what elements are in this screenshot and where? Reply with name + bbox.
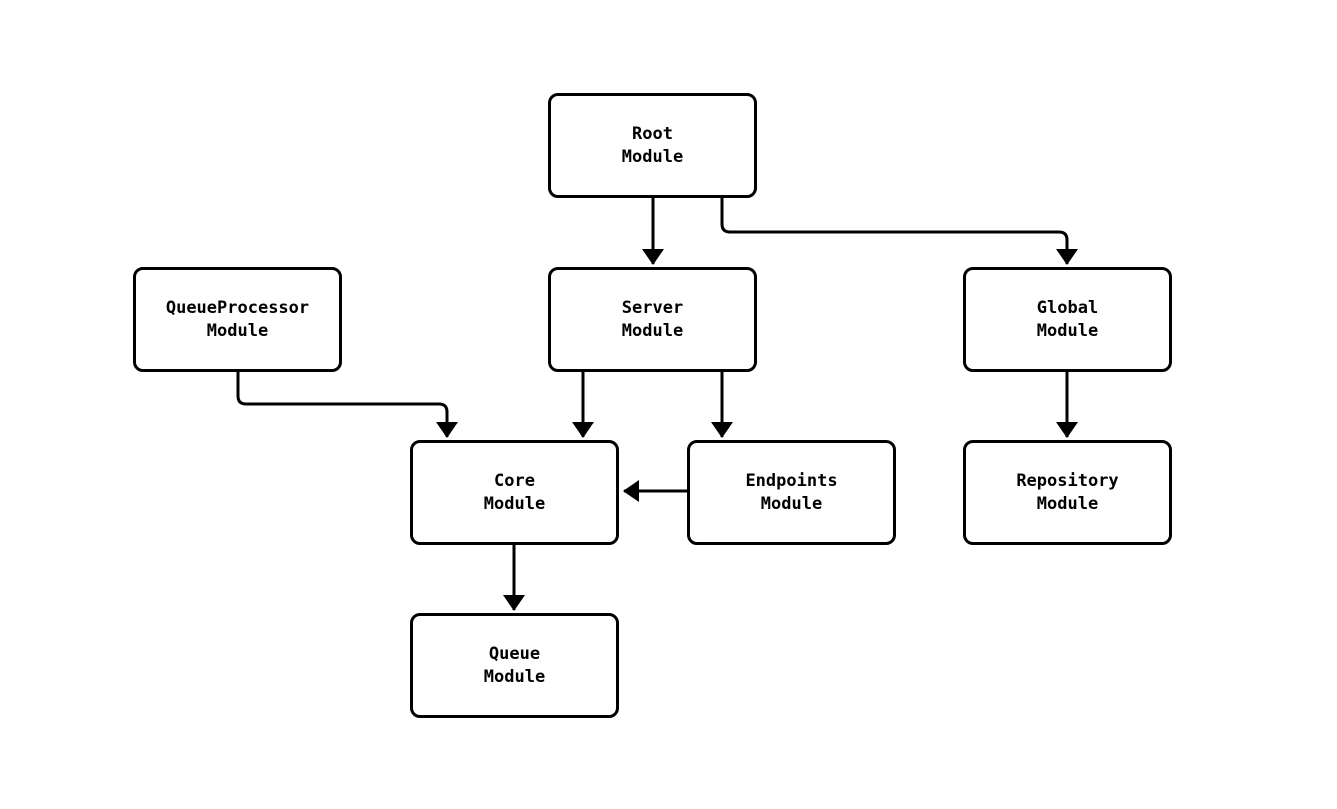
node-repository-module-label: Repository Module [1016, 471, 1119, 514]
node-endpoints-module: Endpoints Module [687, 440, 896, 545]
node-core-module-label: Core Module [483, 471, 546, 514]
node-core-module: Core Module [410, 440, 619, 545]
node-queue-module: Queue Module [410, 613, 619, 718]
node-endpoints-module-label: Endpoints Module [745, 471, 838, 514]
edge-root-to-global [720, 198, 1078, 265]
edge-queueprocessor-to-core [236, 372, 458, 438]
node-root-module-label: Root Module [621, 124, 684, 167]
node-repository-module: Repository Module [963, 440, 1172, 545]
node-server-module: Server Module [548, 267, 757, 372]
node-server-module-label: Server Module [621, 298, 684, 341]
node-queueprocessor-module-label: QueueProcessor Module [165, 298, 310, 341]
node-queue-module-label: Queue Module [483, 644, 546, 687]
node-global-module: Global Module [963, 267, 1172, 372]
node-root-module: Root Module [548, 93, 757, 198]
node-global-module-label: Global Module [1036, 298, 1099, 341]
node-queueprocessor-module: QueueProcessor Module [133, 267, 342, 372]
